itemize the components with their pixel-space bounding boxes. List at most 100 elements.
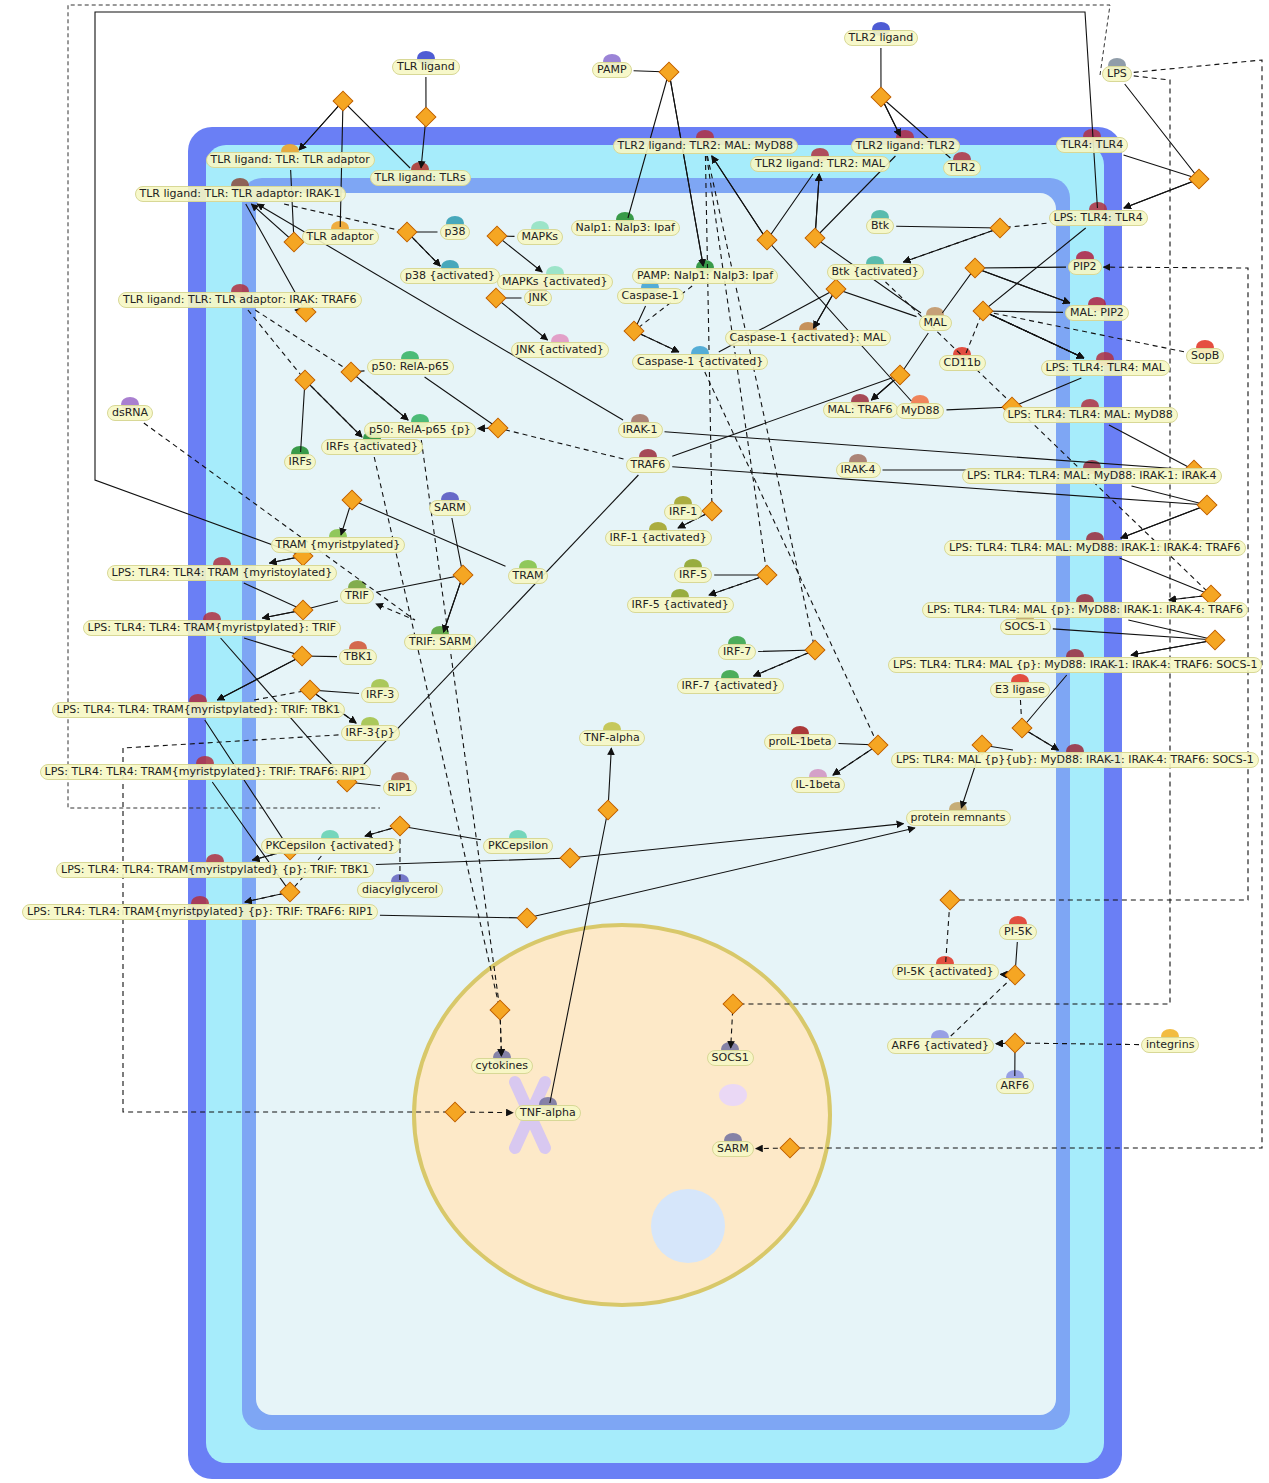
reaction-arrow	[678, 156, 712, 528]
molecule-label: Caspase-1 {activated}	[632, 354, 768, 370]
molecule-label: p50: RelA-p65 {p}	[364, 422, 476, 438]
process-diamond	[1005, 965, 1025, 985]
label-text: IRF-7	[723, 645, 751, 658]
molecule-label: MAPKs {activated}	[497, 274, 613, 290]
label-text: TRIF	[345, 589, 369, 602]
label-text: RIP1	[388, 781, 413, 794]
reaction-arrow	[951, 974, 1015, 1036]
label-text: integrins	[1146, 1038, 1194, 1051]
process-diamond	[397, 222, 417, 242]
reaction-arrow	[341, 500, 506, 566]
molecule-label: TLR ligand: TLRs	[370, 170, 471, 186]
label-text: IRFs {activated}	[326, 440, 418, 453]
molecule-label: Btk {activated}	[827, 264, 924, 280]
reaction-arrow	[217, 656, 337, 700]
dashed-boundary	[68, 5, 1110, 808]
molecule-label: PIP2	[1068, 259, 1102, 275]
process-diamond	[990, 218, 1010, 238]
process-diamond	[1205, 630, 1225, 650]
label-text: LPS: TLR4: TLR4: MAL: MyD88	[1008, 408, 1173, 421]
label-text: LPS	[1107, 67, 1127, 80]
molecule-label: IRF-3{p}	[341, 725, 400, 741]
label-text: dsRNA	[112, 406, 148, 419]
molecule-label: TLR4: TLR4	[1056, 137, 1128, 153]
molecule-label: SARM	[712, 1141, 754, 1157]
reaction-arrow	[1119, 558, 1211, 600]
process-diamond	[624, 321, 644, 341]
label-text: TLR4: TLR4	[1061, 138, 1123, 151]
molecule-label: TLR ligand: TLR: TLR adaptor: IRAK: TRAF…	[118, 292, 362, 308]
label-text: cytokines	[476, 1059, 529, 1072]
molecule-label: LPS: TLR4: TLR4: TRAM{myristpylated}: TR…	[83, 620, 342, 636]
molecule-label: IRF-7 {activated}	[677, 678, 784, 694]
reaction-arrow	[1121, 486, 1207, 538]
label-text: IL-1beta	[796, 778, 841, 791]
label-text: SOCS-1	[1005, 620, 1046, 633]
molecule-label: p50: RelA-p65	[367, 359, 454, 375]
molecule-label: JNK	[524, 290, 553, 306]
molecule-label: SARM	[429, 500, 471, 516]
molecule-label: TLR adaptor	[302, 229, 379, 245]
process-diamond	[333, 91, 353, 111]
label-text: TLR adaptor	[307, 230, 374, 243]
label-text: TLR2	[948, 161, 976, 174]
molecule-label: TNF-alpha	[579, 730, 645, 746]
label-text: LPS: TLR4: TLR4: TRAM{myristpylated}: TR…	[88, 621, 337, 634]
process-diamond	[598, 800, 618, 820]
process-diamond	[280, 882, 300, 902]
label-text: IRF-5	[679, 568, 707, 581]
molecule-label: LPS	[1102, 66, 1132, 82]
process-diamond	[871, 87, 891, 107]
process-diamond	[293, 600, 313, 620]
process-diamond	[973, 301, 993, 321]
label-text: LPS: TLR4: TLR4: TRAM {myristoylated}	[112, 566, 333, 579]
reaction-arrow	[244, 583, 303, 618]
label-text: LPS: TLR4: TLR4: MAL {p}: MyD88: IRAK-1:…	[893, 658, 1257, 671]
reaction-arrow	[1012, 378, 1081, 407]
label-text: LPS: TLR4: TLR4: TRAM{myristpylated} {p}…	[27, 905, 373, 918]
reaction-arrow	[248, 310, 362, 437]
process-diamond	[295, 370, 315, 390]
label-text: PKCepsilon	[488, 839, 548, 852]
reaction-arrow	[376, 824, 904, 865]
molecule-label: PKCepsilon {activated}	[261, 838, 400, 854]
molecule-label: LPS: TLR4: TLR4	[1049, 210, 1148, 226]
label-text: SOCS1	[712, 1051, 749, 1064]
label-text: IRF-3	[366, 688, 394, 701]
molecule-label: IRF-5	[674, 567, 712, 583]
process-diamond	[757, 230, 777, 250]
label-text: protein remnants	[911, 811, 1006, 824]
label-text: IRAK-4	[841, 463, 876, 476]
molecule-label: LPS: TLR4: TLR4: TRAM{myristpylated}: TR…	[40, 764, 371, 780]
label-text: ARF6 {activated}	[892, 1039, 989, 1052]
label-text: TRAF6	[631, 458, 666, 471]
label-text: MAPKs	[522, 230, 559, 243]
reaction-arrow	[251, 170, 294, 242]
reaction-arrow	[815, 174, 921, 313]
label-text: Caspase-1 {activated}: MAL	[730, 331, 887, 344]
reaction-arrow	[756, 60, 1262, 1149]
label-text: MAL: TRAF6	[828, 403, 893, 416]
label-text: TNF-alpha	[584, 731, 640, 744]
molecule-label: LPS: TLR4: TLR4: TRAM{myristpylated}: TR…	[52, 702, 345, 718]
reaction-arrow	[284, 204, 440, 266]
nucleolus	[651, 1189, 725, 1263]
reaction-arrow	[634, 71, 704, 266]
process-diamond	[702, 501, 722, 521]
label-text: TLR ligand: TLR: TLR adaptor: IRAK-1	[140, 187, 341, 200]
label-text: MAL: PIP2	[1070, 306, 1124, 319]
molecule-label: LPS: TLR4: TLR4: MAL: MyD88: IRAK-1: IRA…	[944, 540, 1246, 556]
process-diamond	[805, 640, 825, 660]
process-diamond	[1197, 495, 1217, 515]
label-text: TRIF: SARM	[409, 635, 471, 648]
process-diamond	[723, 994, 743, 1014]
cytoplasm	[256, 193, 1056, 1415]
reaction-arrow	[1109, 425, 1194, 470]
molecule-label: Caspase-1	[617, 288, 684, 304]
molecule-label: IRF-7	[718, 644, 756, 660]
molecule-label: IRAK-4	[836, 462, 881, 478]
label-text: IRF-3{p}	[346, 726, 395, 739]
reaction-arrow	[380, 828, 915, 918]
label-text: proIL-1beta	[769, 735, 832, 748]
molecule-label: TLR ligand: TLR: TLR adaptor	[206, 152, 375, 168]
